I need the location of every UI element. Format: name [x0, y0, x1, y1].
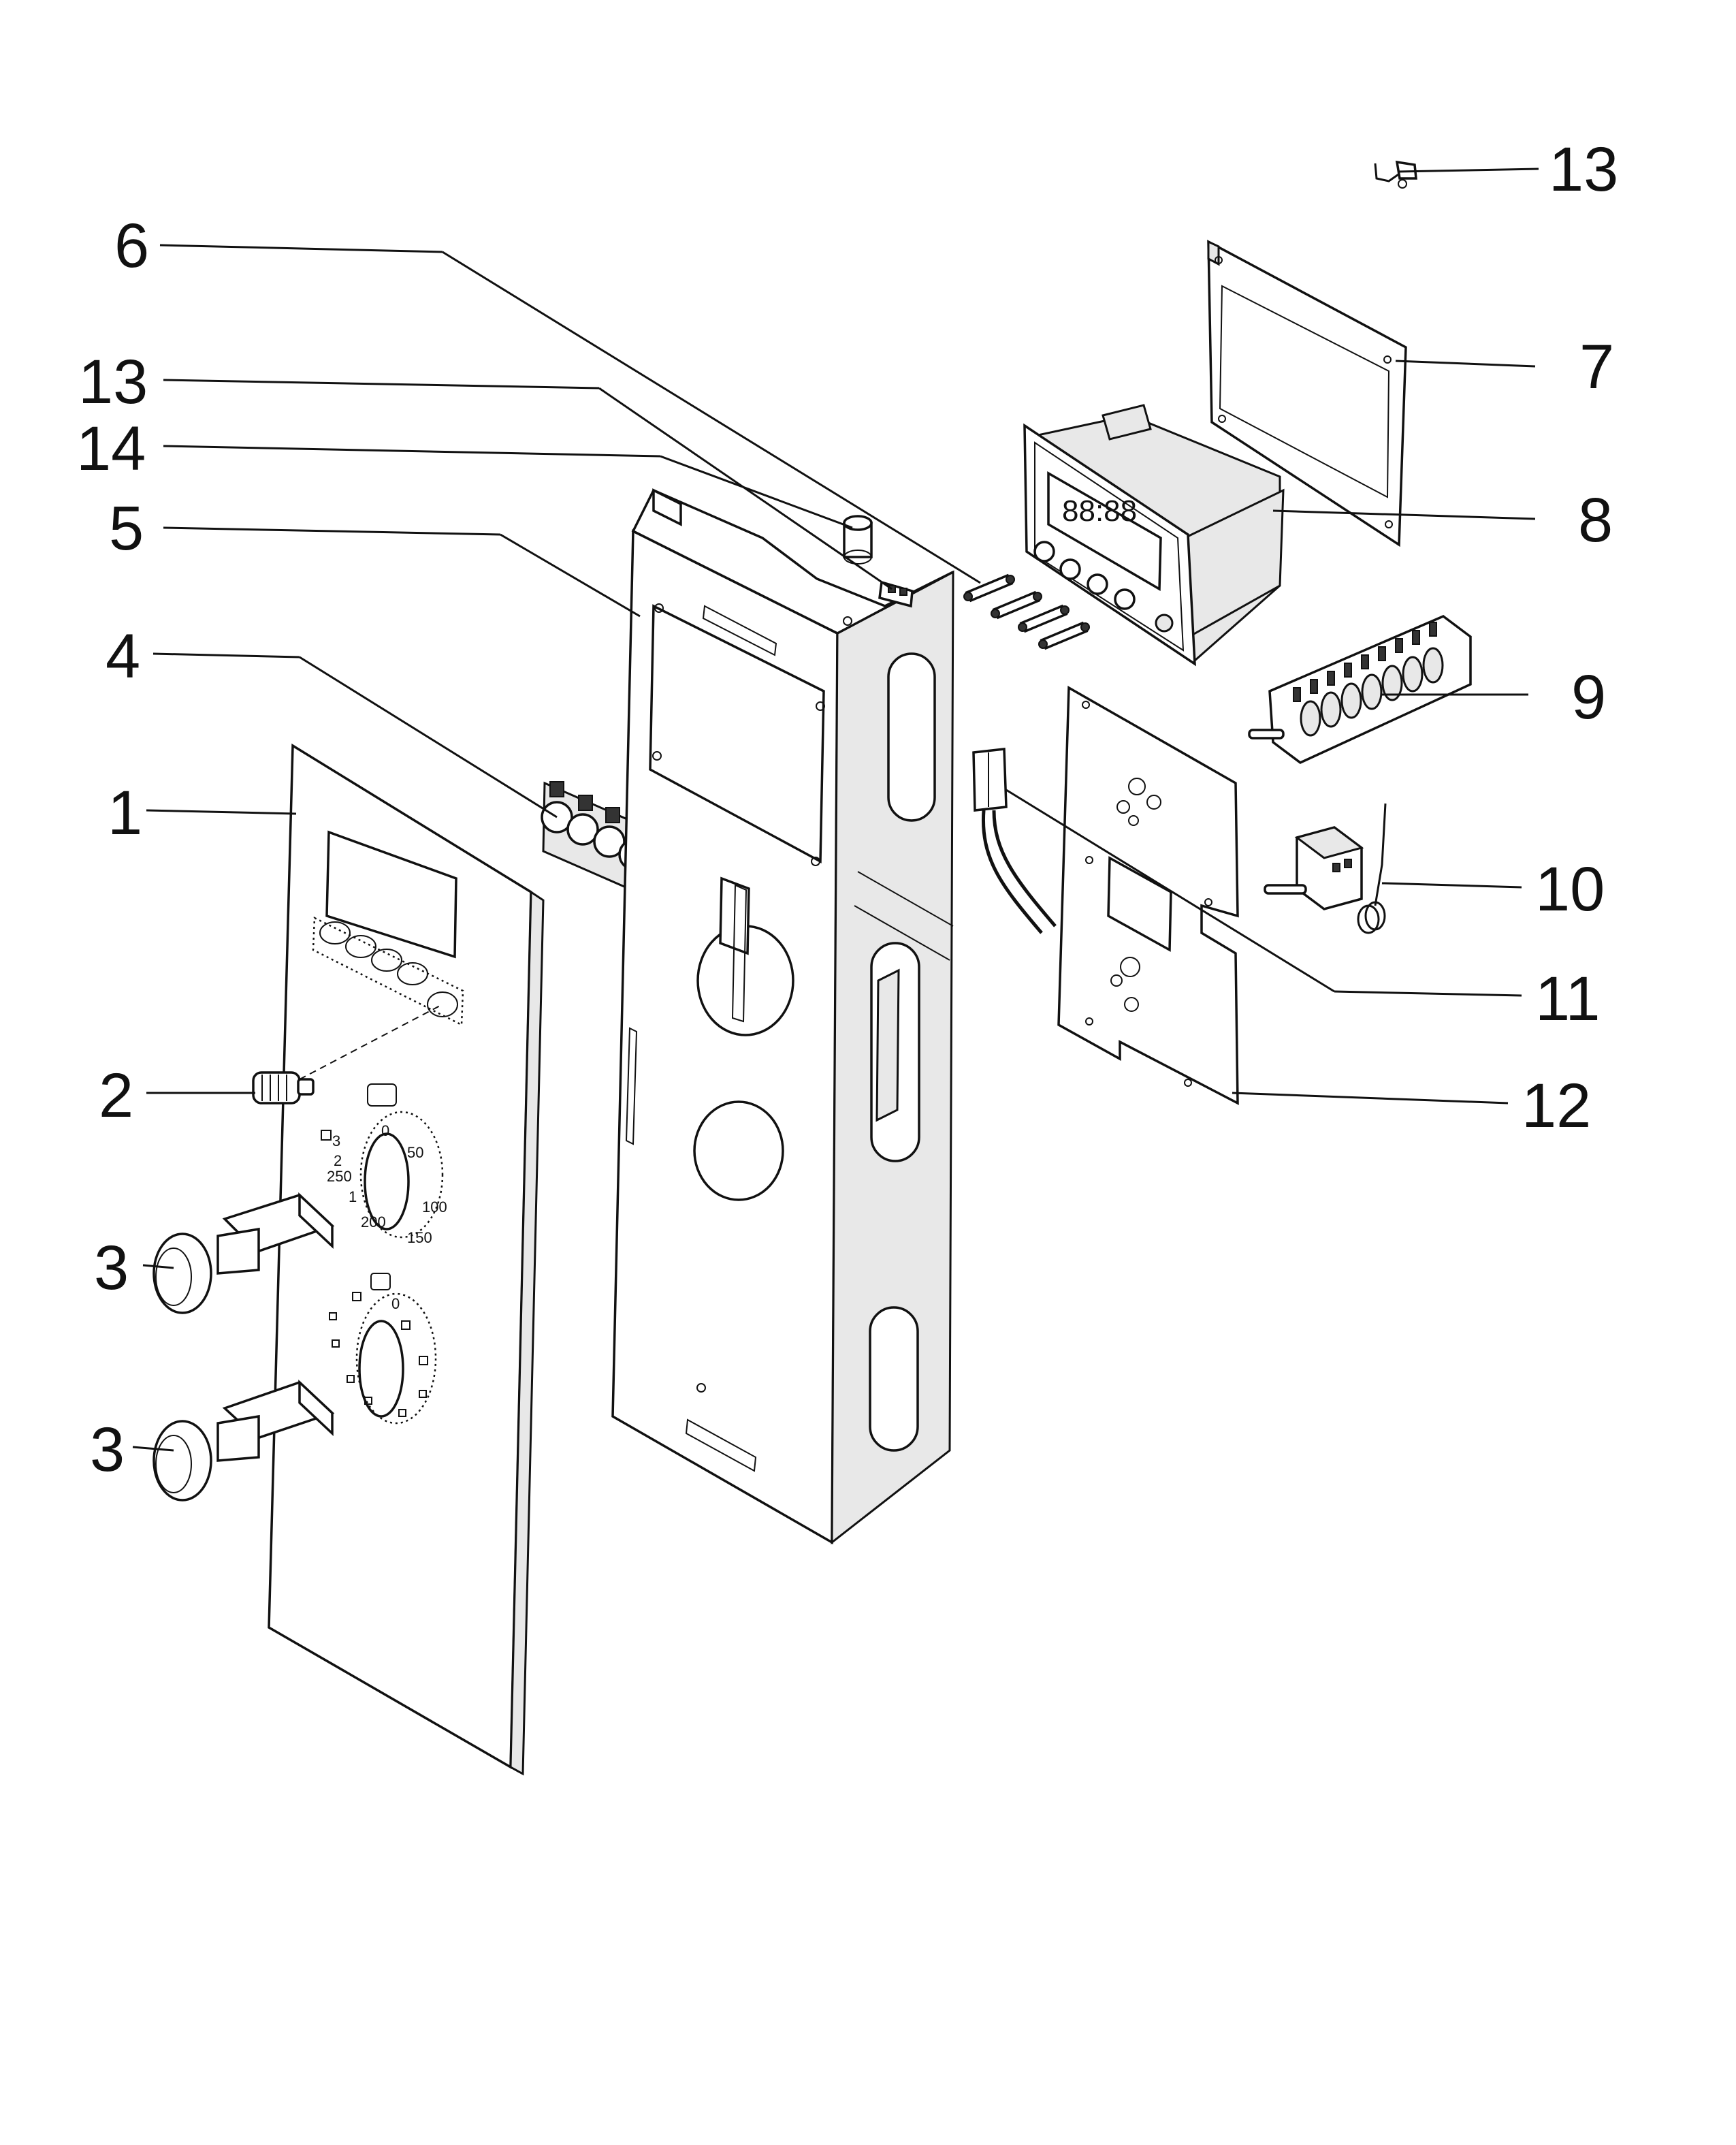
callout-6: 6: [114, 211, 149, 281]
part-9-selector-switch: [1248, 614, 1472, 765]
part-3-knob-lower: [152, 1379, 335, 1502]
part-7-mounting-plate: [1207, 240, 1407, 547]
part-10-thermostat: [1264, 803, 1387, 934]
part-14-spacer: [843, 515, 873, 565]
part-3-knob-upper: [152, 1192, 335, 1314]
callout-11: 11: [1535, 964, 1601, 1034]
callout-13-top: 13: [1549, 135, 1618, 204]
callout-numbers: 13 6 7 13 14 8 5 4 9 1 10 11 2 12 3 3: [76, 135, 1618, 1484]
callout-10: 10: [1535, 855, 1605, 924]
callout-9: 9: [1571, 663, 1606, 732]
dial-top-1: 1: [349, 1188, 357, 1205]
leader-lines: [132, 168, 1539, 1452]
part-5-main-frame: [611, 488, 954, 1545]
callout-8: 8: [1578, 486, 1613, 555]
callout-7: 7: [1579, 332, 1614, 402]
dial-top-3: 3: [332, 1132, 340, 1149]
part-1-front-panel: 3 2 250 1 0 50 100 200 150 0: [268, 743, 545, 1776]
callout-3-lower: 3: [90, 1415, 125, 1484]
callout-13-frame: 13: [78, 347, 148, 417]
part-13-clip-top: [1374, 160, 1417, 189]
dial-top-250: 250: [327, 1168, 352, 1185]
callout-5: 5: [109, 494, 144, 563]
dial-top-0: 0: [381, 1122, 389, 1139]
dial-top-200: 200: [361, 1213, 386, 1230]
dial-top-50: 50: [407, 1144, 423, 1161]
part-12-back-plate: [1057, 686, 1239, 1105]
display-digits: 88:88: [1062, 494, 1137, 528]
part-6-fuses: [963, 573, 1090, 650]
dial-top-2: 2: [334, 1152, 342, 1169]
callout-1: 1: [108, 778, 142, 848]
part-2-push-button: [252, 1004, 443, 1105]
dial-bottom-0: 0: [391, 1295, 400, 1312]
callout-4: 4: [106, 622, 140, 691]
part-11-wire-connector: [972, 748, 1057, 934]
callout-2: 2: [99, 1061, 133, 1130]
callout-3-upper: 3: [94, 1233, 129, 1303]
part-13-clip-frame: [878, 580, 914, 608]
callout-14: 14: [76, 414, 146, 483]
part-8-display-module: 88:88: [1023, 404, 1285, 667]
dial-top-100: 100: [422, 1198, 447, 1216]
dial-top-150: 150: [407, 1229, 432, 1246]
callout-12: 12: [1522, 1071, 1591, 1141]
